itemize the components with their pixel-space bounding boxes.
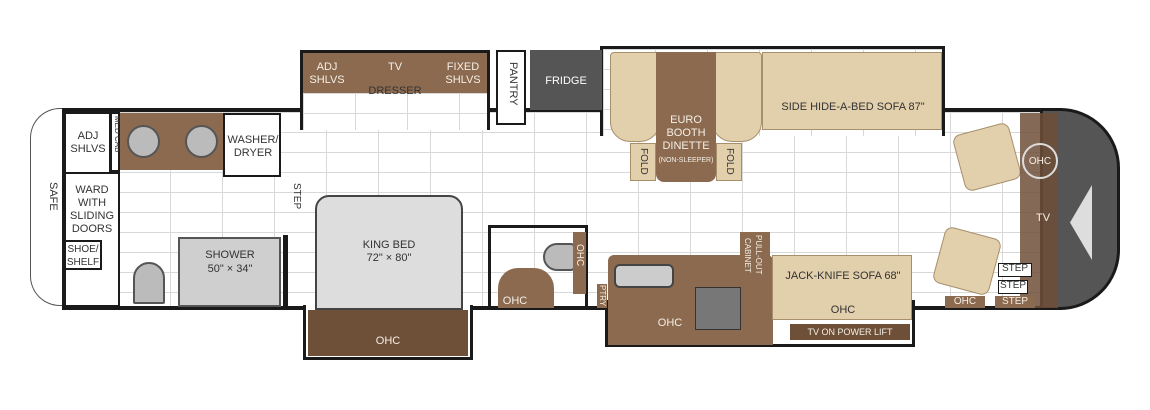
dinette-table[interactable]: EURO BOOTH DINETTE (NON-SLEEPER) (656, 52, 716, 182)
step-label-bedroom: STEP (291, 183, 302, 210)
cooktop[interactable] (695, 287, 741, 330)
entry-ohc: OHC (945, 296, 985, 308)
med-cabinet: MED CAB (110, 112, 122, 172)
ptry-cabinet: PTRY (597, 284, 607, 308)
sink-left (127, 125, 160, 158)
fold-seat-right[interactable]: FOLD (716, 143, 742, 181)
side-hide-a-bed-sofa[interactable]: SIDE HIDE-A-BED SOFA 87" (762, 52, 942, 130)
dinette-seat-right (712, 52, 762, 142)
shoe-shelf: SHOE/ SHELF (64, 240, 102, 270)
jack-knife-sofa[interactable]: JACK-KNIFE SOFA 68" OHC (772, 255, 912, 320)
pantry: PANTRY (496, 50, 526, 125)
kitchen-ohc-label: OHC (657, 317, 683, 329)
front-tv-label: TV (1036, 212, 1051, 224)
tv-power-lift: TV ON POWER LIFT (790, 324, 910, 340)
pull-out-cabinet[interactable]: PULL-OUT CABINET (740, 232, 770, 276)
dresser: ADJ SHLVS TV DRESSER FIXED SHLVS (303, 53, 487, 97)
step-3: STEP (995, 296, 1035, 308)
dinette-seat-left (610, 52, 660, 142)
half-bath-toilet (543, 243, 575, 271)
king-bed[interactable]: KING BED 72" × 80" (315, 195, 463, 310)
fold-seat-left[interactable]: FOLD (630, 143, 656, 181)
steering-wheel: OHC (1022, 143, 1058, 179)
kitchen-sink[interactable] (614, 264, 674, 288)
half-bath-vanity: OHC (498, 268, 554, 308)
step-2: STEP (998, 280, 1028, 294)
sink-right (185, 125, 218, 158)
washer-dryer: WASHER/ DRYER (223, 113, 281, 177)
step-1: STEP (998, 263, 1032, 277)
safe-label: SAFE (47, 182, 59, 211)
rear-cap (30, 108, 80, 306)
rear-toilet (133, 262, 165, 304)
half-bath-ohc: OHC (573, 232, 586, 294)
bed-ohc: OHC (308, 310, 468, 356)
half-bath (488, 225, 588, 310)
bedroom-wall (283, 235, 288, 307)
adj-shelves-rear: ADJ SHLVS (64, 112, 111, 174)
wardrobe: WARD WITH SLIDING DOORS (64, 172, 120, 307)
shower: SHOWER 50" × 34" (178, 237, 281, 307)
fridge: FRIDGE (530, 50, 602, 110)
